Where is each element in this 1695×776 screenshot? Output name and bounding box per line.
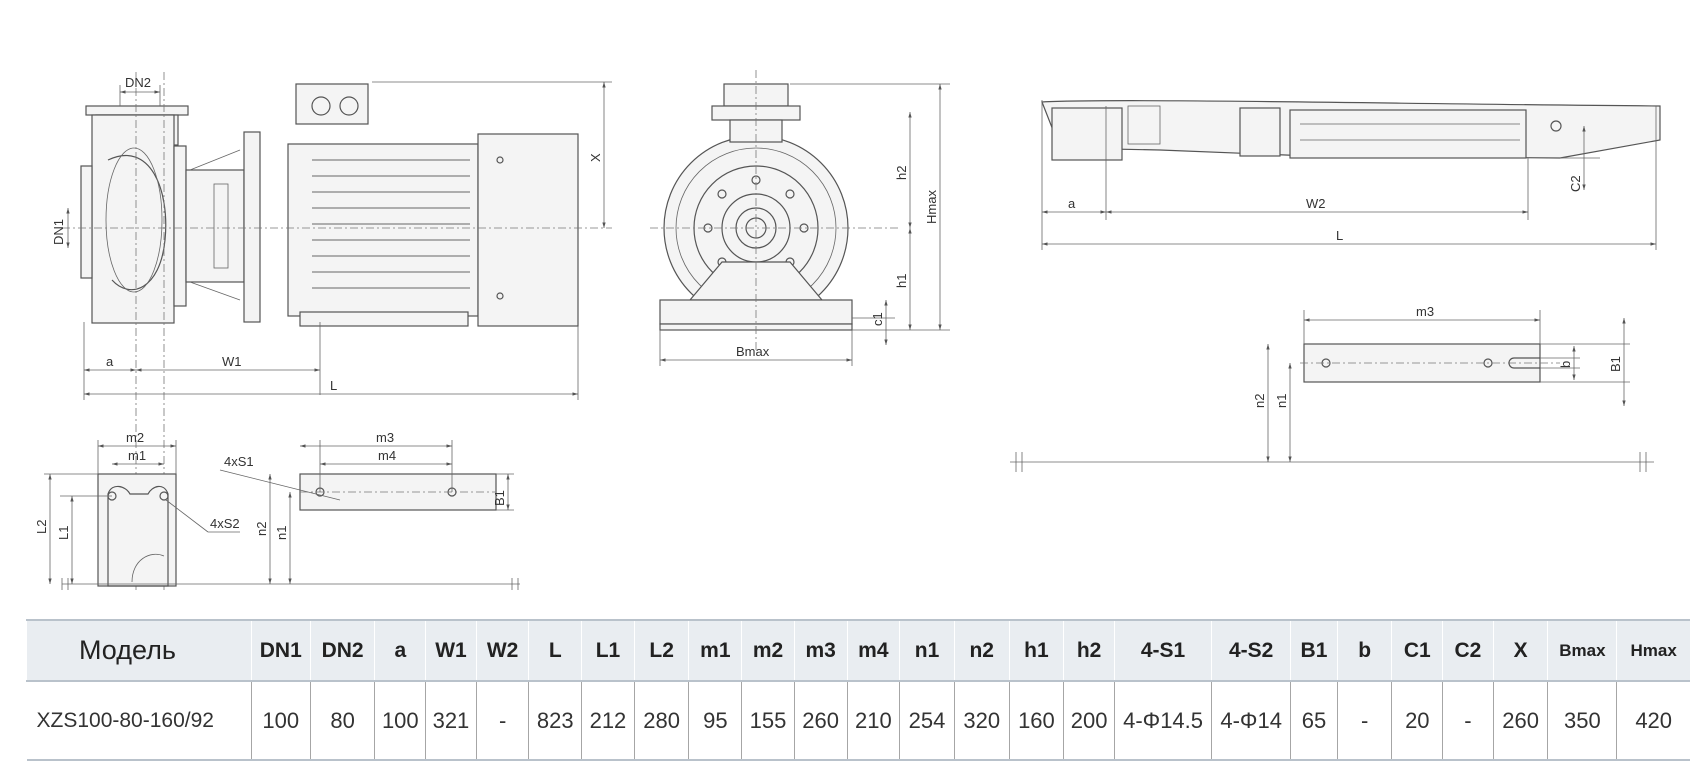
table-cell: 321 <box>425 681 477 761</box>
col-header: DN1 <box>250 619 311 682</box>
table-cell: 260 <box>1492 681 1548 761</box>
table-cell: 95 <box>688 681 742 761</box>
col-header: n2 <box>953 619 1010 682</box>
col-header: h1 <box>1008 619 1064 682</box>
bmax-label: Bmax <box>736 344 770 359</box>
col-header: n1 <box>899 619 955 682</box>
col-header: C2 <box>1442 619 1494 682</box>
w2-label: W2 <box>1306 196 1326 211</box>
col-header: X <box>1492 619 1548 682</box>
table-cell: 100 <box>250 681 311 761</box>
table-cell: 350 <box>1547 681 1617 761</box>
col-header-model: Модель <box>26 619 252 682</box>
table-cell: 4-Φ14.5 <box>1113 681 1212 761</box>
b1-right-label: B1 <box>1608 356 1623 372</box>
dn1-label: DN1 <box>51 219 66 245</box>
hmax-label: Hmax <box>924 190 939 224</box>
base-mid-view: m3 m4 4xS1 B1 n2 n1 <box>219 430 514 584</box>
s2-label: 4xS2 <box>210 516 240 531</box>
w1-label: W1 <box>222 354 242 369</box>
m3-right-label: m3 <box>1416 304 1434 319</box>
a-right-label: a <box>1068 196 1076 211</box>
b1-mid-label: B1 <box>492 490 507 506</box>
dimensions-table: Модель DN1 DN2 a W1 W2 L L1 L2 m1 m2 m3 … <box>26 619 1690 761</box>
col-header: C1 <box>1391 619 1443 682</box>
table-header-row: Модель DN1 DN2 a W1 W2 L L1 L2 m1 m2 m3 … <box>26 619 1690 682</box>
l-label: L <box>330 378 337 393</box>
motor-cooling-fins <box>312 159 470 289</box>
m1-label: m1 <box>128 448 146 463</box>
col-header: 4-S1 <box>1113 619 1212 682</box>
table-cell: 20 <box>1391 681 1443 761</box>
table-cell: 254 <box>899 681 955 761</box>
table-cell: 80 <box>309 681 375 761</box>
col-header: m1 <box>688 619 742 682</box>
a-label: a <box>106 354 114 369</box>
side-view: h2 Hmax h1 c1 Bmax <box>650 70 950 366</box>
table-cell: - <box>475 681 529 761</box>
m3-label: m3 <box>376 430 394 445</box>
col-header: m2 <box>741 619 795 682</box>
col-header: B1 <box>1290 619 1338 682</box>
col-header: Bmax <box>1547 619 1617 682</box>
col-header: W2 <box>475 619 529 682</box>
col-header: m3 <box>793 619 847 682</box>
b-right-label: b <box>1558 361 1573 368</box>
x-label: X <box>588 153 603 162</box>
n2-right-label: n2 <box>1252 394 1267 408</box>
top-right-view: a W2 L C2 <box>1041 100 1661 250</box>
l2-label: L2 <box>34 520 49 534</box>
col-header: DN2 <box>309 619 375 682</box>
front-view: DN2 DN1 X a W1 L <box>51 72 612 590</box>
table-cell: 320 <box>953 681 1010 761</box>
table-cell: 280 <box>633 681 689 761</box>
col-header: 4-S2 <box>1211 619 1291 682</box>
table-cell: 260 <box>793 681 847 761</box>
table-cell-model: XZS100-80-160/92 <box>26 681 252 761</box>
table-cell: 212 <box>581 681 635 761</box>
table-cell: - <box>1336 681 1392 761</box>
m2-label: m2 <box>126 430 144 445</box>
c2-label: C2 <box>1568 175 1583 192</box>
n1-right-label: n1 <box>1274 394 1289 408</box>
table-cell: 210 <box>846 681 900 761</box>
table-cell: - <box>1442 681 1494 761</box>
col-header: Hmax <box>1616 619 1690 682</box>
n2-mid-label: n2 <box>254 522 269 536</box>
l-right-label: L <box>1336 228 1343 243</box>
h2-label: h2 <box>894 166 909 180</box>
c1-label: c1 <box>870 312 885 326</box>
table-cell: 4-Φ14 <box>1211 681 1291 761</box>
table-cell: 160 <box>1008 681 1064 761</box>
col-header: h2 <box>1063 619 1115 682</box>
table-row: XZS100-80-160/92 100 80 100 321 - 823 21… <box>26 681 1690 761</box>
pump-dimension-drawing: DN2 DN1 X a W1 L <box>34 70 1661 590</box>
table-cell: 155 <box>741 681 795 761</box>
col-header: L2 <box>633 619 689 682</box>
base-right-view: m3 b B1 n2 n1 <box>1010 304 1654 472</box>
base-left-view: m2 m1 4xS2 L2 L1 <box>34 430 520 590</box>
col-header: W1 <box>425 619 477 682</box>
table-cell: 200 <box>1063 681 1115 761</box>
table-cell: 65 <box>1290 681 1338 761</box>
h1-label: h1 <box>894 274 909 288</box>
m4-label: m4 <box>378 448 396 463</box>
col-header: L1 <box>581 619 635 682</box>
n1-mid-label: n1 <box>274 526 289 540</box>
table-cell: 823 <box>528 681 582 761</box>
col-header: m4 <box>846 619 900 682</box>
table-cell: 420 <box>1616 681 1690 761</box>
col-header: a <box>374 619 426 682</box>
table-cell: 100 <box>374 681 426 761</box>
dn2-label: DN2 <box>125 75 151 90</box>
col-header: L <box>528 619 582 682</box>
col-header: b <box>1336 619 1392 682</box>
l1-label: L1 <box>56 526 71 540</box>
s1-label: 4xS1 <box>224 454 254 469</box>
